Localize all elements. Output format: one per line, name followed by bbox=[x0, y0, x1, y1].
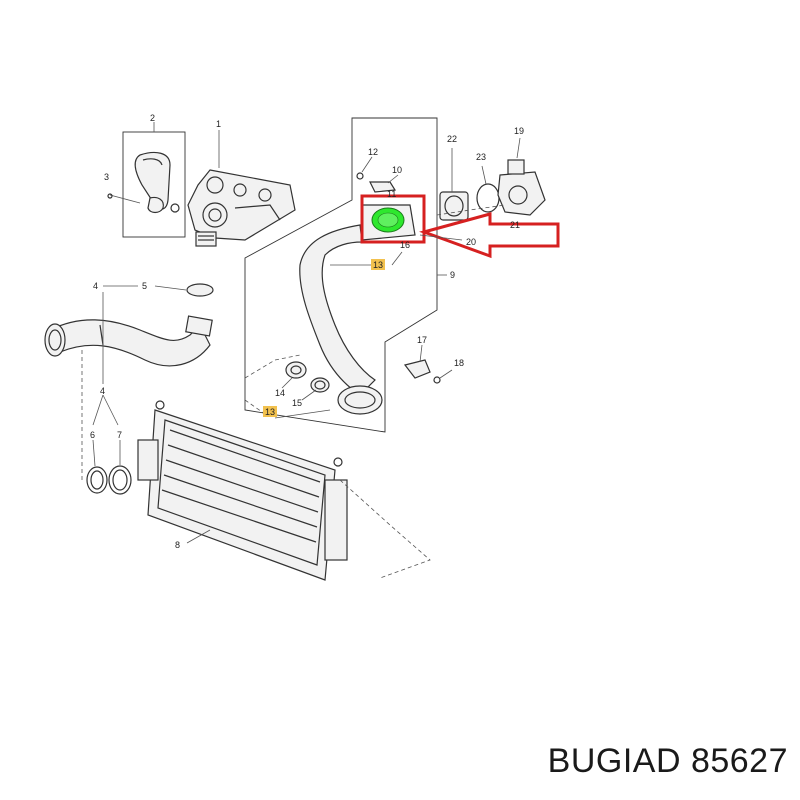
callout-10: 10 bbox=[392, 165, 402, 175]
charge-air-hose-part bbox=[299, 224, 383, 415]
callout-11: 11 bbox=[387, 189, 396, 199]
part-code-label: BUGIAD 85627 bbox=[547, 742, 788, 780]
intercooler-part bbox=[137, 400, 348, 581]
callout-9: 9 bbox=[450, 270, 455, 280]
turbocharger-part bbox=[187, 169, 296, 247]
group-box-9 bbox=[244, 117, 438, 433]
callout-8: 8 bbox=[175, 540, 180, 550]
callout-13-upper: 13 bbox=[373, 260, 383, 270]
callout-17: 17 bbox=[417, 335, 427, 345]
highlighted-hose-part bbox=[361, 204, 416, 241]
label-13-highlight-b bbox=[263, 406, 277, 417]
callout-15: 15 bbox=[292, 398, 302, 408]
callout-3: 3 bbox=[104, 172, 109, 182]
callout-7: 7 bbox=[117, 430, 122, 440]
callout-2: 2 bbox=[150, 113, 155, 123]
clamp-part bbox=[186, 283, 214, 297]
callout-14: 14 bbox=[275, 388, 285, 398]
highlight-box bbox=[360, 194, 426, 244]
throttle-body-part bbox=[439, 159, 546, 221]
callout-13-lower: 13 bbox=[265, 407, 275, 417]
lower-hose-part bbox=[44, 315, 213, 367]
callout-20: 20 bbox=[466, 237, 476, 247]
ring-6-part bbox=[86, 466, 108, 494]
callout-6: 6 bbox=[90, 430, 95, 440]
callout-5: 5 bbox=[142, 281, 147, 291]
callout-23: 23 bbox=[476, 152, 486, 162]
ring-7-part bbox=[108, 465, 132, 495]
label-13-highlight-a bbox=[371, 259, 385, 270]
callout-12: 12 bbox=[368, 147, 378, 157]
callout-4-upper: 4 bbox=[93, 281, 98, 291]
callout-22: 22 bbox=[447, 134, 457, 144]
callout-1: 1 bbox=[216, 119, 221, 129]
intake-pipe-part bbox=[134, 151, 171, 214]
callout-16: 16 bbox=[400, 240, 410, 250]
callout-19: 19 bbox=[514, 126, 524, 136]
callout-21: 21 bbox=[510, 220, 520, 230]
pointer-arrow bbox=[419, 212, 560, 259]
callout-4-lower: 4 bbox=[100, 386, 105, 396]
callout-18: 18 bbox=[454, 358, 464, 368]
